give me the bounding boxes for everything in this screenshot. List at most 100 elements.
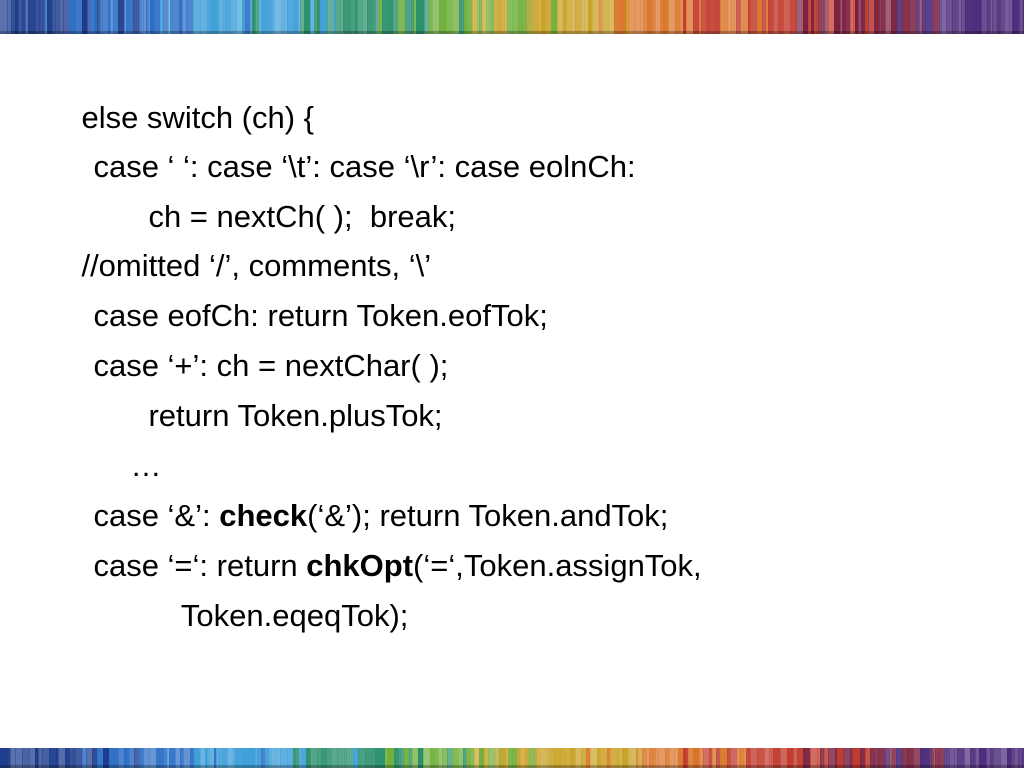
band-stripe <box>981 0 988 34</box>
band-stripe <box>280 748 288 768</box>
band-stripe <box>750 748 758 768</box>
code-line: case ‘&’: check(‘&’); return Token.andTo… <box>59 462 668 533</box>
band-stripe <box>817 748 821 768</box>
code-keyword-chkopt: chkOpt <box>306 548 414 583</box>
band-stripe <box>769 748 772 768</box>
band-stripe <box>709 748 713 768</box>
band-stripe <box>935 748 940 768</box>
band-stripe <box>508 748 513 768</box>
band-stripe <box>331 748 338 768</box>
band-stripe <box>97 0 101 34</box>
code-text: //omitted ‘/’, comments, ‘\’ <box>81 248 432 283</box>
band-stripe <box>134 748 140 768</box>
band-stripe <box>1000 748 1008 768</box>
bottom-color-band <box>0 748 1024 768</box>
band-stripe <box>946 748 950 768</box>
band-stripe <box>891 0 898 34</box>
band-stripe <box>156 748 160 768</box>
band-stripe <box>987 0 991 34</box>
band-stripe <box>879 0 882 34</box>
band-stripe <box>484 748 489 768</box>
band-stripe <box>965 0 973 34</box>
band-stripe <box>720 0 728 34</box>
band-stripe <box>1011 748 1015 768</box>
band-stripe <box>194 748 201 768</box>
band-stripe <box>94 0 98 34</box>
band-stripe <box>709 0 716 34</box>
band-stripe <box>245 0 251 34</box>
band-stripe <box>129 748 135 768</box>
band-stripe <box>464 0 468 34</box>
band-stripe <box>22 748 30 768</box>
band-stripe <box>100 0 103 34</box>
band-stripe <box>808 0 812 34</box>
band-stripe <box>300 0 305 34</box>
band-stripe <box>824 748 829 768</box>
band-stripe <box>853 0 856 34</box>
band-stripe <box>665 748 670 768</box>
band-stripe <box>924 748 930 768</box>
band-stripe <box>1009 0 1013 34</box>
band-stripe <box>103 748 110 768</box>
band-stripe <box>990 0 993 34</box>
band-stripe <box>110 0 114 34</box>
band-stripe <box>811 0 815 34</box>
band-stripe <box>452 748 459 768</box>
band-stripe <box>385 748 388 768</box>
band-stripe <box>58 748 66 768</box>
band-stripe <box>494 0 498 34</box>
band-stripe <box>939 0 942 34</box>
band-stripe <box>143 0 147 34</box>
band-stripe <box>944 748 947 768</box>
top-band-graphic <box>0 0 1024 34</box>
band-shadow <box>0 765 1024 768</box>
band-stripe <box>350 0 356 34</box>
band-stripe <box>643 0 648 34</box>
band-stripe <box>372 748 376 768</box>
band-stripe <box>736 0 740 34</box>
band-stripe <box>663 0 669 34</box>
band-stripe <box>787 748 794 768</box>
band-stripe <box>922 0 926 34</box>
band-stripe <box>850 748 854 768</box>
band-stripe <box>333 0 336 34</box>
band-stripe <box>545 0 552 34</box>
band-stripe <box>993 748 1001 768</box>
band-stripe <box>939 748 945 768</box>
band-stripe <box>743 748 747 768</box>
band-stripe <box>793 748 798 768</box>
code-keyword-check: check <box>219 498 308 533</box>
band-stripe <box>362 0 368 34</box>
band-stripe <box>236 0 243 34</box>
code-line: case eofCh: return Token.eofTok; <box>59 262 547 333</box>
band-stripe <box>355 0 358 34</box>
band-stripe <box>954 748 958 768</box>
band-stripe <box>715 0 721 34</box>
band-stripe <box>748 748 751 768</box>
band-stripe <box>124 748 127 768</box>
band-stripe <box>82 748 87 768</box>
band-stripe <box>126 0 134 34</box>
band-stripe <box>497 0 502 34</box>
band-stripe <box>780 748 788 768</box>
band-stripe <box>845 0 851 34</box>
band-stripe <box>18 0 23 34</box>
band-stripe <box>222 748 228 768</box>
band-stripe <box>518 0 523 34</box>
band-stripe <box>216 748 220 768</box>
band-stripe <box>242 748 249 768</box>
band-stripe <box>209 748 215 768</box>
band-stripe <box>118 748 125 768</box>
band-stripe <box>892 748 895 768</box>
band-stripe <box>741 0 744 34</box>
band-stripe <box>902 748 908 768</box>
band-stripe <box>638 748 643 768</box>
band-stripe <box>200 748 206 768</box>
band-stripe <box>743 0 749 34</box>
band-stripe <box>946 0 953 34</box>
band-stripe <box>563 0 567 34</box>
band-stripe <box>699 748 704 768</box>
band-stripe <box>961 0 966 34</box>
band-stripe <box>520 748 526 768</box>
band-stripe <box>261 0 268 34</box>
